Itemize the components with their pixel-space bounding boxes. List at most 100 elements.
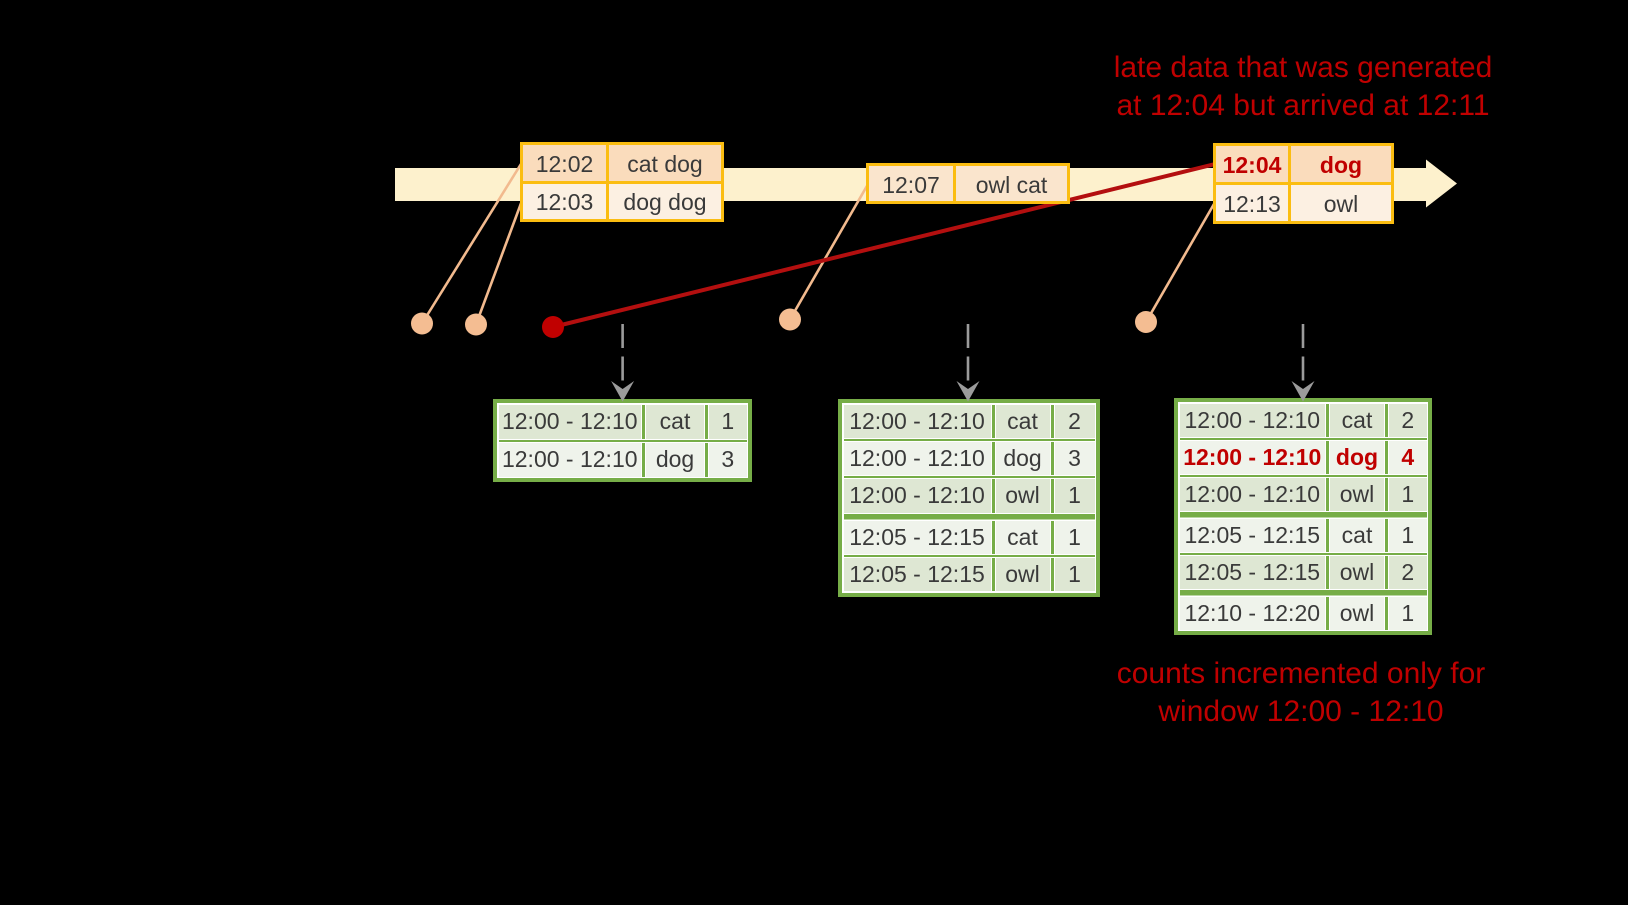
column-separator [704,404,709,439]
row-separator [1179,473,1427,478]
window-cell: 12:05 - 12:15 [843,558,991,592]
count-cell: 1 [1054,479,1095,513]
column-separator [1384,518,1389,552]
window-cell: 12:00 - 12:10 [1179,403,1325,437]
row-separator [498,438,747,443]
table-row: 12:10 - 12:20 owl 1 [1179,596,1427,630]
event-box-1207: 12:07 owl cat [866,163,1070,204]
column-separator [1384,440,1389,474]
word-cell: cat [1330,403,1384,437]
window-cell: 12:05 - 12:15 [843,520,991,555]
row-separator [1179,436,1427,441]
count-cell: 1 [1389,477,1427,511]
table-row: 12:05 - 12:15 cat 1 [843,520,1095,555]
arrival-dot [779,308,801,331]
arrival-dot [411,312,433,335]
column-separator [704,442,709,477]
word-cell: dog [646,442,704,477]
column-separator [1325,440,1330,474]
word-cell: cat [646,404,704,439]
column-separator [1049,520,1055,555]
window-group-separator [843,512,1095,521]
late-arrival-dot [542,316,564,338]
table-row: 12:00 - 12:10 dog 3 [498,442,747,477]
word-cell: cat [995,404,1050,438]
column-separator [1049,558,1055,592]
column-separator [1049,479,1055,513]
window-cell: 12:00 - 12:10 [843,479,991,513]
word-cell: owl [995,558,1050,592]
table-row: 12:05 - 12:15 cat 1 [1179,518,1427,552]
event-words: owl cat [956,166,1067,201]
column-separator [1384,555,1389,589]
count-cell: 3 [1054,441,1095,476]
arrival-dot [1135,311,1157,333]
late-event-words: dog [1291,146,1391,182]
table-row: 12:05 - 12:15 owl 1 [843,558,1095,592]
table-row: 12:00 - 12:10 cat 1 [498,404,747,439]
late-data-annotation: late data that was generated at 12:04 bu… [1083,49,1523,125]
count-cell: 2 [1389,555,1427,589]
column-separator [990,479,996,513]
word-cell: owl [995,479,1050,513]
count-cell: 3 [709,442,747,477]
table-row: 12:05 - 12:15 owl 2 [1179,555,1427,589]
word-cell: cat [1330,518,1384,552]
count-cell: 1 [709,404,747,439]
column-separator [990,558,996,592]
column-separator [990,404,996,438]
counts-incremented-annotation: counts incremented only for window 12:00… [1081,655,1521,731]
event-time: 12:07 [869,166,953,201]
table-inner: 12:00 - 12:10 cat 2 12:00 - 12:10 dog 3 … [842,403,1096,593]
column-separator [1384,596,1389,630]
count-cell: 2 [1389,403,1427,437]
table-row: 12:00 - 12:10 cat 2 [1179,403,1427,437]
result-table-2: 12:00 - 12:10 cat 2 12:00 - 12:10 dog 3 … [838,399,1100,597]
row-separator [843,554,1095,559]
column-separator [1325,477,1330,511]
row-separator [843,475,1095,480]
word-cell: owl [1330,477,1384,511]
window-cell: 12:05 - 12:15 [1179,518,1325,552]
word-cell: dog [995,441,1050,476]
event-time: 12:03 [523,183,606,219]
window-cell: 12:00 - 12:10 [498,442,641,477]
late-data-annotation-line2: at 12:04 but arrived at 12:11 [1116,89,1490,122]
arrival-dots [411,308,1157,338]
table-row: 12:00 - 12:10 dog 3 [843,441,1095,476]
window-cell: 12:00 - 12:10 [1179,440,1325,474]
event-words: owl [1291,185,1391,221]
column-separator [641,404,646,439]
event-words: cat dog [609,145,721,181]
column-separator [1049,441,1055,476]
count-cell: 1 [1054,558,1095,592]
event-time: 12:13 [1216,185,1288,221]
column-separator [1325,555,1330,589]
table-row: 12:00 - 12:10 owl 1 [843,479,1095,513]
column-separator [1325,403,1330,437]
table-row: 12:00 - 12:10 cat 2 [843,404,1095,438]
window-group-separator [1179,588,1427,597]
late-data-connector-line [552,161,1217,329]
table-row: 12:00 - 12:10 owl 1 [1179,477,1427,511]
count-cell: 2 [1054,404,1095,438]
row-separator [1179,551,1427,556]
table-row-late-updated: 12:00 - 12:10 dog 4 [1179,440,1427,474]
late-event-time: 12:04 [1216,146,1288,182]
counts-incremented-annotation-line1: counts incremented only for [1116,657,1486,690]
result-table-3: 12:00 - 12:10 cat 2 12:00 - 12:10 dog 4 … [1174,398,1432,635]
column-separator [1325,596,1330,630]
count-cell: 4 [1389,440,1427,474]
window-cell: 12:00 - 12:10 [843,404,991,438]
event-connector-lines [420,163,1216,325]
word-cell: owl [1330,596,1384,630]
word-cell: dog [1330,440,1384,474]
event-box-1204-late: 12:04 dog 12:13 owl [1213,143,1394,224]
window-cell: 12:00 - 12:10 [1179,477,1325,511]
event-box-1202: 12:02 cat dog 12:03 dog dog [520,142,724,222]
window-cell: 12:00 - 12:10 [843,441,991,476]
count-cell: 1 [1389,518,1427,552]
column-separator [1049,404,1055,438]
column-separator [1384,403,1389,437]
